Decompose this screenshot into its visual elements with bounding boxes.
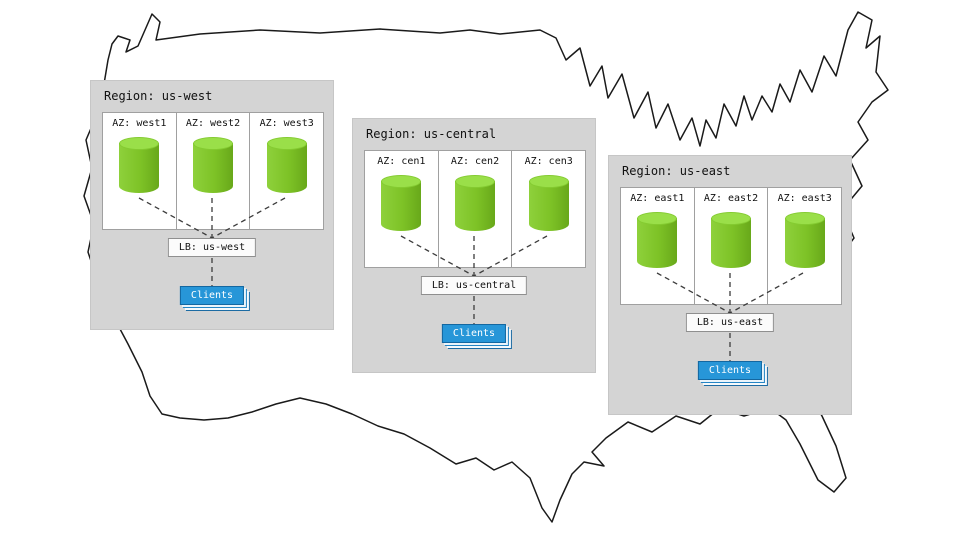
cylinder-body: [455, 181, 495, 231]
cylinder-body: [266, 143, 307, 193]
az-label: AZ: west1: [112, 118, 167, 129]
cylinder-body: [528, 181, 569, 231]
load-balancer: LB: us-central: [420, 276, 528, 295]
az-label: AZ: east1: [630, 193, 685, 204]
az-panel: AZ: west1 AZ: west2 AZ: west3: [102, 112, 324, 230]
cylinder-top: [711, 212, 751, 225]
az-cell: AZ: cen3: [512, 151, 585, 267]
cylinder-top: [784, 212, 825, 225]
load-balancer: LB: us-east: [685, 313, 775, 332]
cylinder-top: [528, 175, 569, 188]
database-cylinder-icon: [119, 137, 160, 193]
region-title: Region: us-west: [104, 89, 213, 103]
region-us-east: Region: us-east AZ: east1 AZ: east2 AZ: …: [608, 155, 852, 415]
az-panel: AZ: east1 AZ: east2 AZ: east3: [620, 187, 842, 305]
region-us-central: Region: us-central AZ: cen1 AZ: cen2 AZ:…: [352, 118, 596, 373]
cylinder-body: [784, 218, 825, 268]
cylinder-top: [637, 212, 678, 225]
az-panel: AZ: cen1 AZ: cen2 AZ: cen3: [364, 150, 586, 268]
cylinder-body: [711, 218, 751, 268]
region-us-west: Region: us-west AZ: west1 AZ: west2 AZ: …: [90, 80, 334, 330]
az-label: AZ: west2: [185, 118, 241, 129]
az-label: AZ: east2: [703, 193, 759, 204]
database-cylinder-icon: [455, 175, 495, 231]
clients-node: Clients: [441, 324, 507, 343]
database-cylinder-icon: [193, 137, 233, 193]
az-label: AZ: east3: [777, 193, 832, 204]
region-title: Region: us-east: [622, 164, 731, 178]
database-cylinder-icon: [637, 212, 678, 268]
cylinder-top: [455, 175, 495, 188]
az-cell: AZ: west1: [103, 113, 177, 229]
load-balancer: LB: us-west: [167, 238, 257, 257]
az-cell: AZ: west2: [177, 113, 251, 229]
cylinder-body: [637, 218, 678, 268]
az-cell: AZ: east3: [768, 188, 841, 304]
cylinder-body: [119, 143, 160, 193]
cylinder-body: [193, 143, 233, 193]
az-cell: AZ: east1: [621, 188, 695, 304]
az-label: AZ: cen1: [377, 156, 426, 167]
database-cylinder-icon: [266, 137, 307, 193]
az-cell: AZ: west3: [250, 113, 323, 229]
database-cylinder-icon: [784, 212, 825, 268]
region-title: Region: us-central: [366, 127, 497, 141]
database-cylinder-icon: [381, 175, 422, 231]
cylinder-top: [381, 175, 422, 188]
cylinder-body: [381, 181, 422, 231]
az-label: AZ: cen2: [450, 156, 500, 167]
database-cylinder-icon: [528, 175, 569, 231]
clients-node: Clients: [179, 286, 245, 305]
az-label: AZ: cen3: [524, 156, 573, 167]
clients-node: Clients: [697, 361, 763, 380]
database-cylinder-icon: [711, 212, 751, 268]
az-label: AZ: west3: [259, 118, 314, 129]
cylinder-top: [119, 137, 160, 150]
az-cell: AZ: cen1: [365, 151, 439, 267]
cylinder-top: [266, 137, 307, 150]
az-cell: AZ: east2: [695, 188, 769, 304]
az-cell: AZ: cen2: [439, 151, 513, 267]
cylinder-top: [193, 137, 233, 150]
